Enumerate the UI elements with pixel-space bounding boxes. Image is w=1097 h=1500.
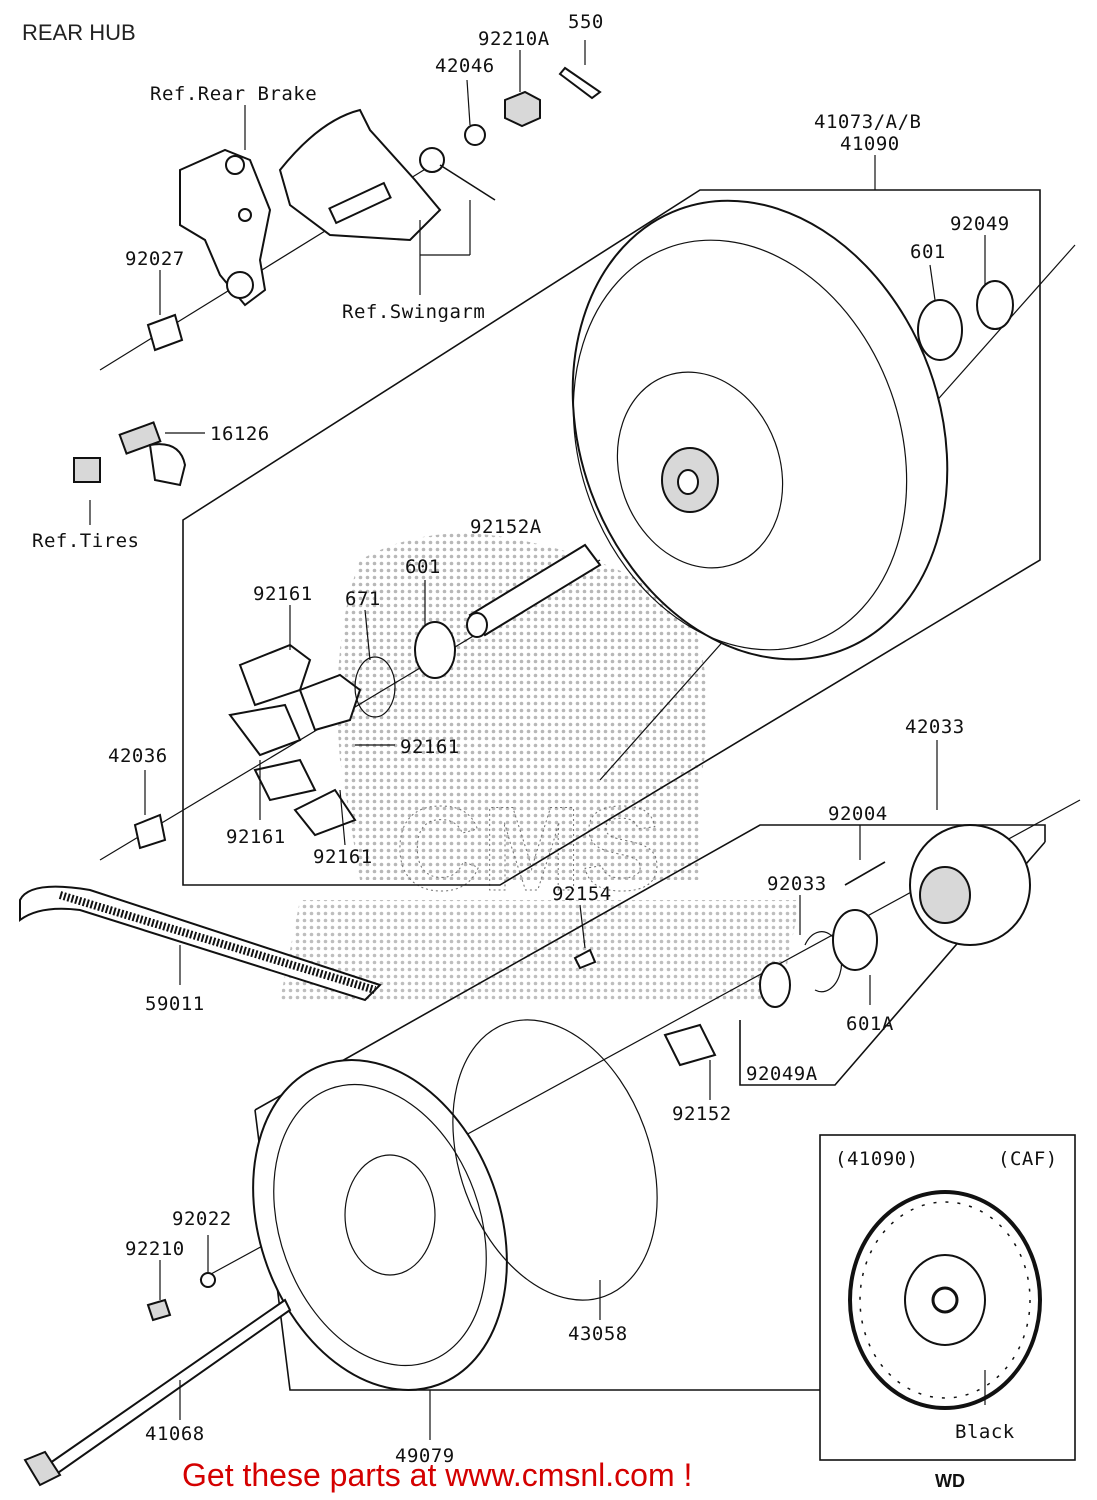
inset-wheel: [848, 1190, 1042, 1410]
label-92004: 92004: [828, 803, 888, 825]
part-labels: 550 92210A 42046 Ref.Rear Brake 41073/A/…: [32, 11, 1010, 1467]
rear-wheel-41073: [571, 199, 949, 661]
label-16126: 16126: [210, 423, 270, 445]
spacer-92152: [663, 1023, 717, 1067]
label-42036: 42036: [108, 745, 168, 767]
label-92152: 92152: [672, 1103, 732, 1125]
inset-region: (CAF): [998, 1148, 1058, 1170]
cotter-pin-550: [558, 66, 602, 100]
chain-adjuster: [419, 147, 496, 201]
label-41073: 41073/A/B: [814, 111, 921, 133]
wheel-assembly-frame: [182, 189, 1041, 886]
brake-bracket: [179, 148, 272, 307]
label-550: 550: [568, 11, 604, 33]
label-92210A: 92210A: [478, 28, 550, 50]
label-92154: 92154: [552, 883, 612, 905]
label-671: 671: [345, 588, 381, 610]
washer-92022: [200, 1272, 216, 1288]
label-601-mid: 601: [405, 556, 441, 578]
watermark-logo: CMS: [280, 533, 800, 1000]
ref-rear-brake: Ref.Rear Brake: [150, 83, 317, 105]
label-92210: 92210: [125, 1238, 185, 1260]
bearing-601-top: [917, 299, 963, 361]
washer-42046: [464, 124, 486, 146]
ref-swingarm: Ref.Swingarm: [342, 301, 485, 323]
label-92033: 92033: [767, 873, 827, 895]
label-601-top: 601: [910, 241, 946, 263]
label-92161-d: 92161: [313, 846, 373, 868]
label-41090: 41090: [840, 133, 900, 155]
collar-42036: [133, 813, 167, 850]
leader-lines: [89, 40, 986, 1440]
ad-link-text[interactable]: Get these parts at www.cmsnl.com !: [182, 1457, 692, 1493]
sprocket-assembly-frame: [254, 824, 1046, 1111]
label-59011: 59011: [145, 993, 205, 1015]
nut-92210: [146, 1298, 172, 1322]
bolt-92154: [573, 948, 597, 970]
collar-92027: [146, 313, 184, 352]
nut-92210A: [504, 90, 541, 128]
inset-model-ref: (41090): [835, 1148, 919, 1170]
label-601A: 601A: [846, 1013, 894, 1035]
label-92027: 92027: [125, 248, 185, 270]
label-92161-b: 92161: [400, 736, 460, 758]
ref-tires: Ref.Tires: [32, 530, 139, 552]
label-41068: 41068: [145, 1423, 205, 1445]
watermark-text: CMS: [395, 782, 662, 916]
label-43058: 43058: [568, 1323, 628, 1345]
label-92161-c: 92161: [226, 826, 286, 848]
label-92049: 92049: [950, 213, 1010, 235]
oring-671: [354, 656, 396, 718]
seal-92049: [976, 280, 1014, 330]
label-92152A: 92152A: [470, 516, 542, 538]
bearing-601A: [832, 909, 878, 971]
stud-92004: [844, 861, 886, 886]
label-92161-a: 92161: [253, 583, 313, 605]
page-title: REAR HUB: [22, 20, 136, 45]
wheel-damper-group: [228, 643, 362, 837]
label-42033: 42033: [905, 716, 965, 738]
pulley-49079: [252, 1059, 508, 1391]
axle-41068: [23, 1298, 292, 1487]
seal-92049A: [759, 962, 791, 1008]
tire-valve-16126: [73, 421, 187, 487]
bearing-601-mid: [414, 621, 456, 679]
inset-note-black: Black: [955, 1421, 1015, 1443]
gasket-43058: [452, 1019, 658, 1301]
coupling-42033: [909, 824, 1031, 946]
label-42046: 42046: [435, 55, 495, 77]
label-92022: 92022: [172, 1208, 232, 1230]
label-49079: 49079: [395, 1445, 455, 1467]
drive-belt-59011: [19, 885, 382, 1002]
spacer-92152A: [466, 543, 602, 638]
region-code: WD: [935, 1471, 965, 1491]
label-92049A: 92049A: [746, 1063, 818, 1085]
